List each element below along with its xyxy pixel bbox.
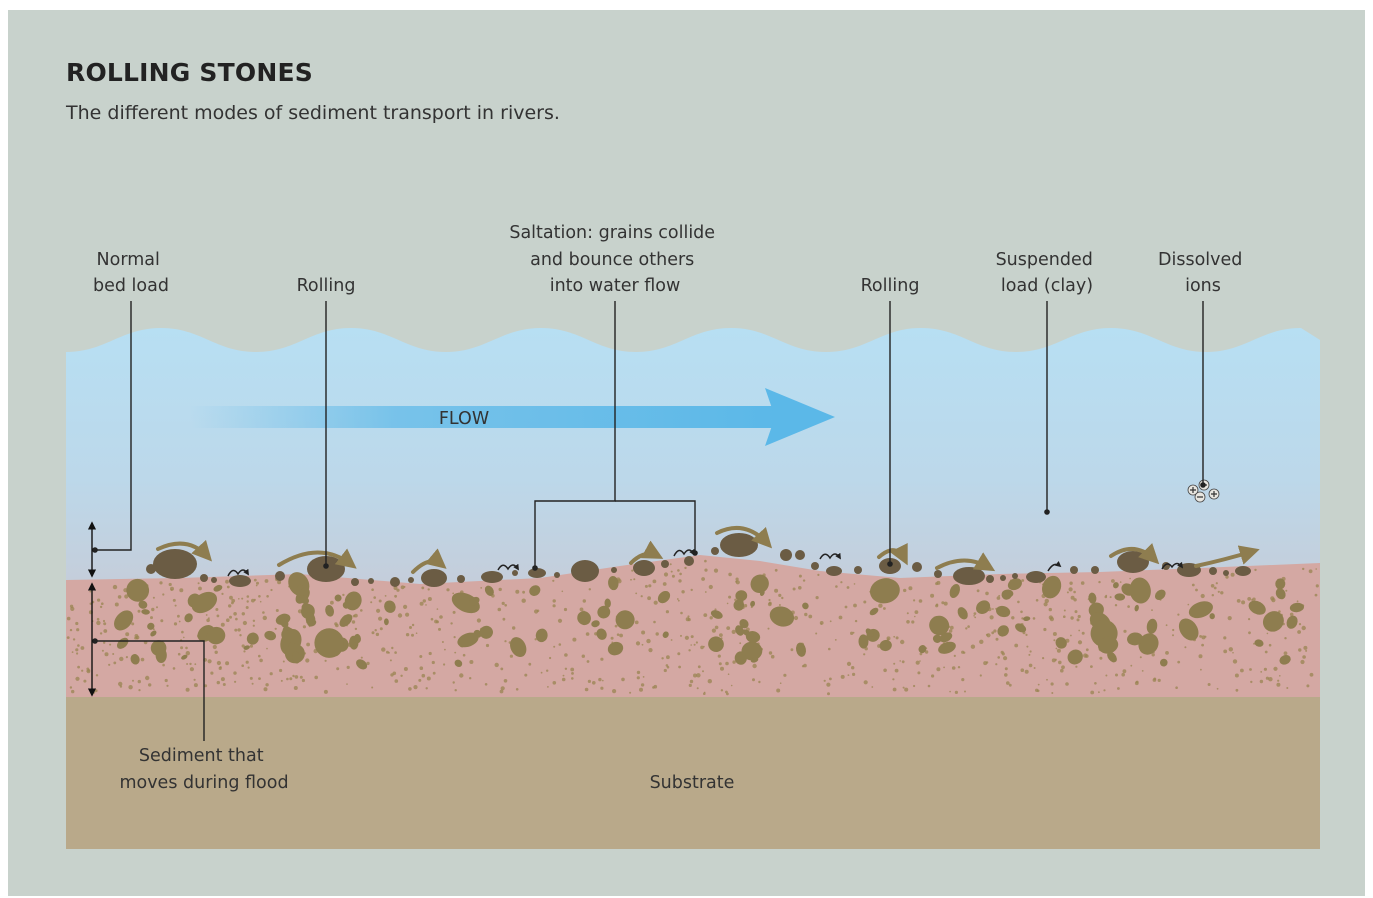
label-normal-bed-load: Normal bed load	[93, 250, 169, 296]
label-saltation: Saltation: grains collide and bounce oth…	[509, 223, 720, 296]
label-substrate: Substrate	[650, 773, 735, 793]
flow-label: FLOW	[439, 409, 489, 429]
label-suspended-load: Suspended load (clay)	[996, 250, 1099, 296]
label-rolling-left: Rolling	[297, 276, 356, 296]
label-rolling-right: Rolling	[861, 276, 920, 296]
label-dissolved-ions: Dissolved ions	[1158, 250, 1248, 296]
